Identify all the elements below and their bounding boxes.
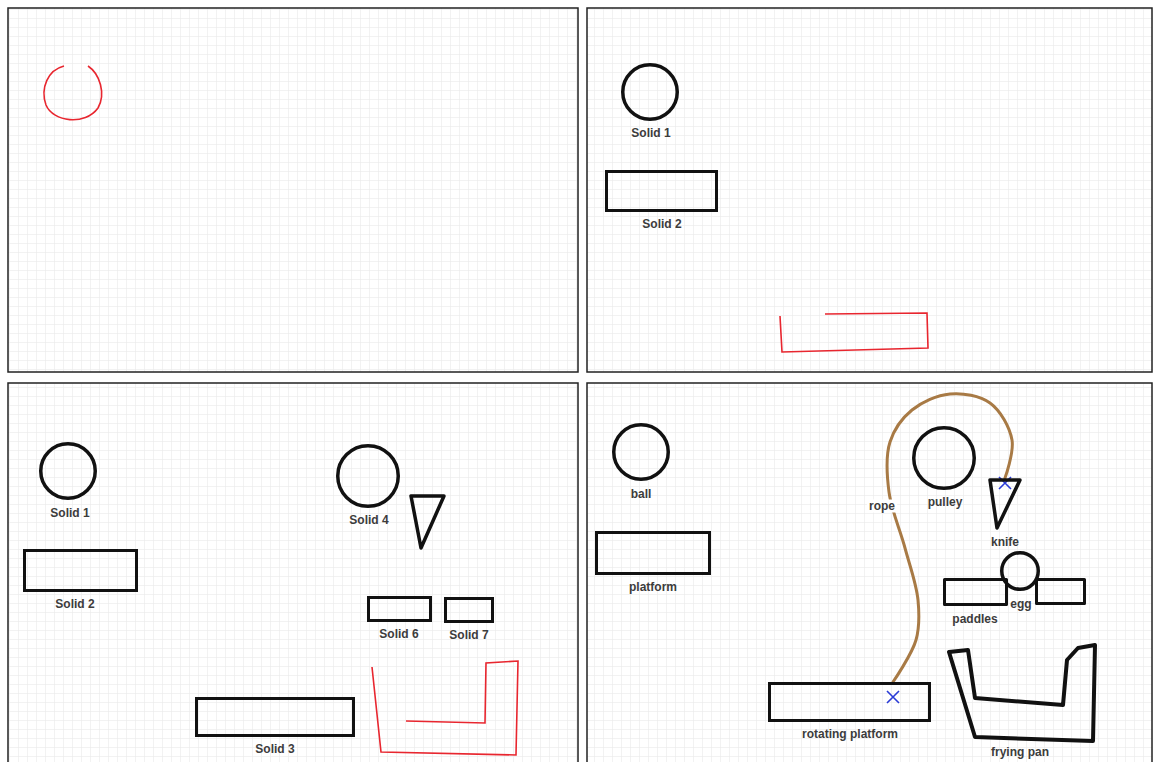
circle-solid — [914, 428, 975, 489]
circle-solid — [1002, 553, 1039, 590]
circle-solid — [39, 442, 97, 500]
circle-solid — [623, 65, 678, 120]
circle-solid — [1000, 551, 1040, 591]
triangle-solid — [411, 496, 444, 548]
pan-shape — [947, 643, 1097, 743]
rect-solid: Solid 7 — [444, 597, 494, 623]
circle-solid — [612, 423, 670, 481]
shape-label: Solid 2 — [642, 218, 681, 231]
knife-shape — [988, 478, 1022, 530]
panel — [8, 383, 578, 762]
shape-label: Solid 2 — [55, 598, 94, 611]
circle-solid — [621, 63, 679, 121]
shape-label: egg — [1010, 598, 1031, 611]
shape-label: rotating platform — [802, 728, 898, 741]
panel — [587, 8, 1152, 372]
paddle-pair — [945, 580, 1007, 605]
pan-shape — [949, 645, 1095, 741]
shape-label: Solid 6 — [379, 628, 418, 641]
sketch-stroke — [780, 313, 928, 352]
circle-solid: pulley — [912, 426, 976, 490]
circle-solid: Solid 1 — [621, 63, 679, 121]
sketch-stroke — [44, 66, 102, 120]
shape-label: pulley — [928, 496, 963, 509]
sketch-stroke — [372, 661, 518, 755]
rect-solid: platform — [595, 531, 711, 575]
rect-solid: Solid 6 — [367, 596, 432, 622]
circle-solid: Solid 4 — [336, 444, 400, 508]
edge-label: rope — [867, 500, 897, 513]
circle-solid — [336, 444, 400, 508]
paddle-pair — [1037, 580, 1085, 604]
circle-solid: ball — [612, 423, 670, 481]
shape-label: Solid 1 — [631, 127, 670, 140]
shape-label: Solid 1 — [50, 507, 89, 520]
shape-label: Solid 7 — [449, 629, 488, 642]
rect-solid: Solid 2 — [23, 549, 138, 592]
shape-label: frying pan — [991, 746, 1049, 759]
circle-solid: Solid 1 — [39, 442, 97, 500]
circle-solid — [614, 425, 669, 480]
shape-label: platform — [629, 581, 677, 594]
rect-solid: Solid 3 — [195, 697, 355, 737]
shape-label: Solid 4 — [349, 514, 388, 527]
shape-label: Solid 3 — [255, 743, 294, 756]
circle-solid — [41, 444, 96, 499]
rect-solid: Solid 2 — [605, 170, 718, 212]
shape-label: paddles — [952, 613, 997, 626]
rect-solid: rotating platform — [768, 682, 931, 722]
circle-solid — [912, 426, 976, 490]
circle-solid: egg — [1000, 551, 1040, 591]
panel — [587, 383, 1152, 762]
knife-shape: knife — [988, 478, 1022, 530]
pan-shape: frying pan — [947, 643, 1097, 743]
anchor-mark — [887, 691, 899, 703]
circle-solid — [338, 446, 399, 507]
knife-shape — [990, 480, 1020, 528]
panel — [8, 8, 578, 372]
shape-label: knife — [991, 536, 1019, 549]
shape-label: ball — [631, 488, 652, 501]
